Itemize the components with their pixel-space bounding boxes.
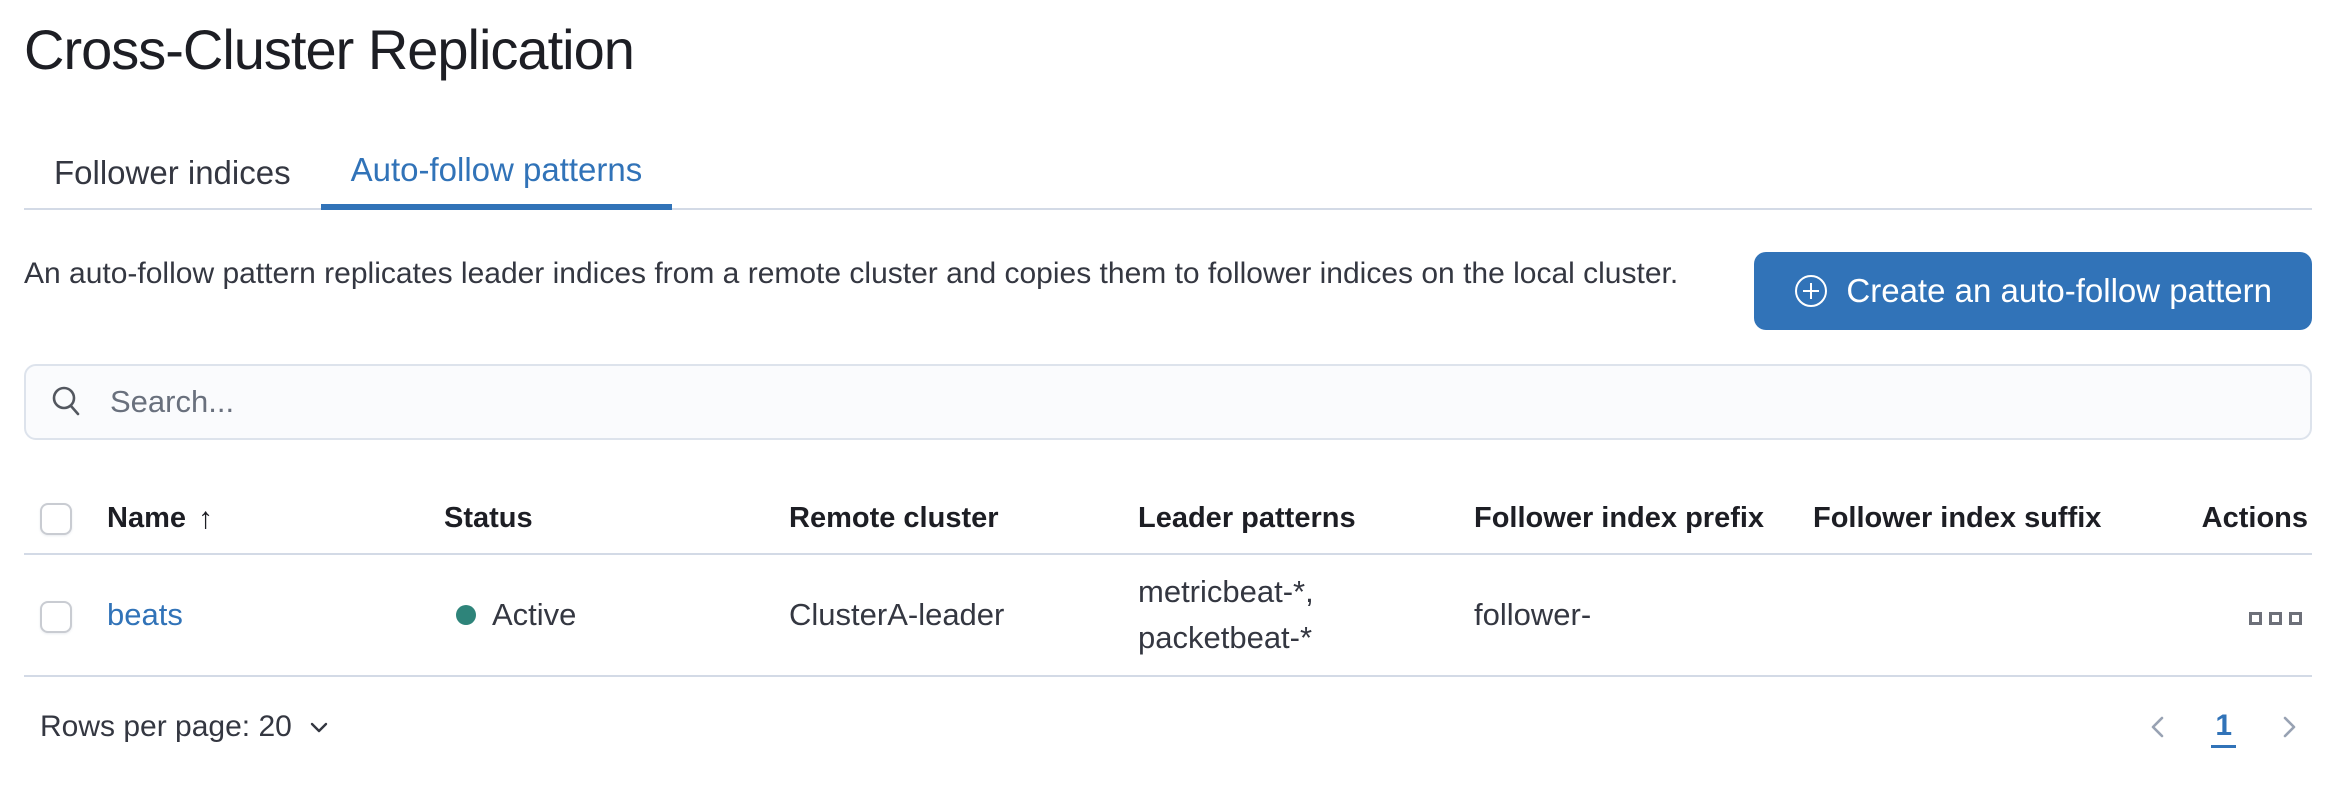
row-actions-menu-icon[interactable] (2243, 606, 2308, 631)
column-header-name[interactable]: Name ↑ (107, 501, 213, 535)
previous-page-button[interactable] (2143, 712, 2173, 742)
column-header-remote-cluster: Remote cluster (789, 484, 1138, 555)
tab-follower-indices[interactable]: Follower indices (54, 154, 291, 191)
ccr-page: Cross-Cluster Replication Follower indic… (24, 18, 2312, 759)
page-description: An auto-follow pattern replicates leader… (24, 257, 1679, 290)
auto-follow-patterns-table: Name ↑ Status Remote cluster Leader patt… (24, 484, 2312, 677)
column-header-status: Status (444, 484, 789, 555)
chevron-right-icon (2283, 716, 2296, 738)
column-header-leader-patterns: Leader patterns (1138, 484, 1474, 555)
rows-per-page-label: Rows per page: 20 (40, 710, 292, 743)
rows-per-page-selector[interactable]: Rows per page: 20 (40, 710, 332, 744)
leader-patterns-cell: metricbeat-*, packetbeat-* (1138, 574, 1314, 655)
status-label: Active (492, 597, 577, 632)
chevron-left-icon (2152, 716, 2164, 738)
table-header-row: Name ↑ Status Remote cluster Leader patt… (24, 484, 2312, 555)
page-title: Cross-Cluster Replication (24, 18, 635, 81)
pattern-name-link[interactable]: beats (107, 597, 183, 632)
column-header-follower-index-suffix: Follower index suffix (1813, 484, 2113, 555)
follower-index-prefix-cell: follower- (1474, 554, 1813, 677)
pagination: 1 (2143, 707, 2304, 748)
create-button-label: Create an auto-follow pattern (1846, 272, 2272, 309)
header-bar: An auto-follow pattern replicates leader… (24, 250, 2312, 330)
tab-auto-follow-patterns[interactable]: Auto-follow patterns (320, 136, 673, 210)
search-bar[interactable] (24, 364, 2312, 440)
table-row-beats: beats Active ClusterA-leader metricbeat-… (24, 554, 2312, 677)
select-all-checkbox[interactable] (40, 503, 72, 536)
status-active-dot-icon (456, 605, 476, 625)
chevron-down-icon (310, 722, 328, 733)
next-page-button[interactable] (2274, 712, 2304, 742)
column-header-follower-index-prefix: Follower index prefix (1474, 484, 1813, 555)
table-footer: Rows per page: 20 1 (24, 695, 2312, 759)
row-checkbox[interactable] (40, 600, 72, 633)
follower-index-suffix-cell (1813, 554, 2113, 677)
tab-bar: Follower indices Auto-follow patterns (24, 136, 2312, 210)
plus-in-circle-icon (1795, 275, 1828, 307)
create-auto-follow-pattern-button[interactable]: Create an auto-follow pattern (1754, 252, 2312, 330)
page-number-1[interactable]: 1 (2211, 707, 2236, 748)
column-header-actions: Actions (2113, 484, 2312, 555)
search-icon (52, 386, 80, 416)
sort-ascending-arrow-icon: ↑ (198, 501, 213, 535)
search-input[interactable] (110, 384, 2286, 420)
remote-cluster-cell: ClusterA-leader (789, 554, 1138, 677)
status-cell: Active (444, 597, 789, 633)
